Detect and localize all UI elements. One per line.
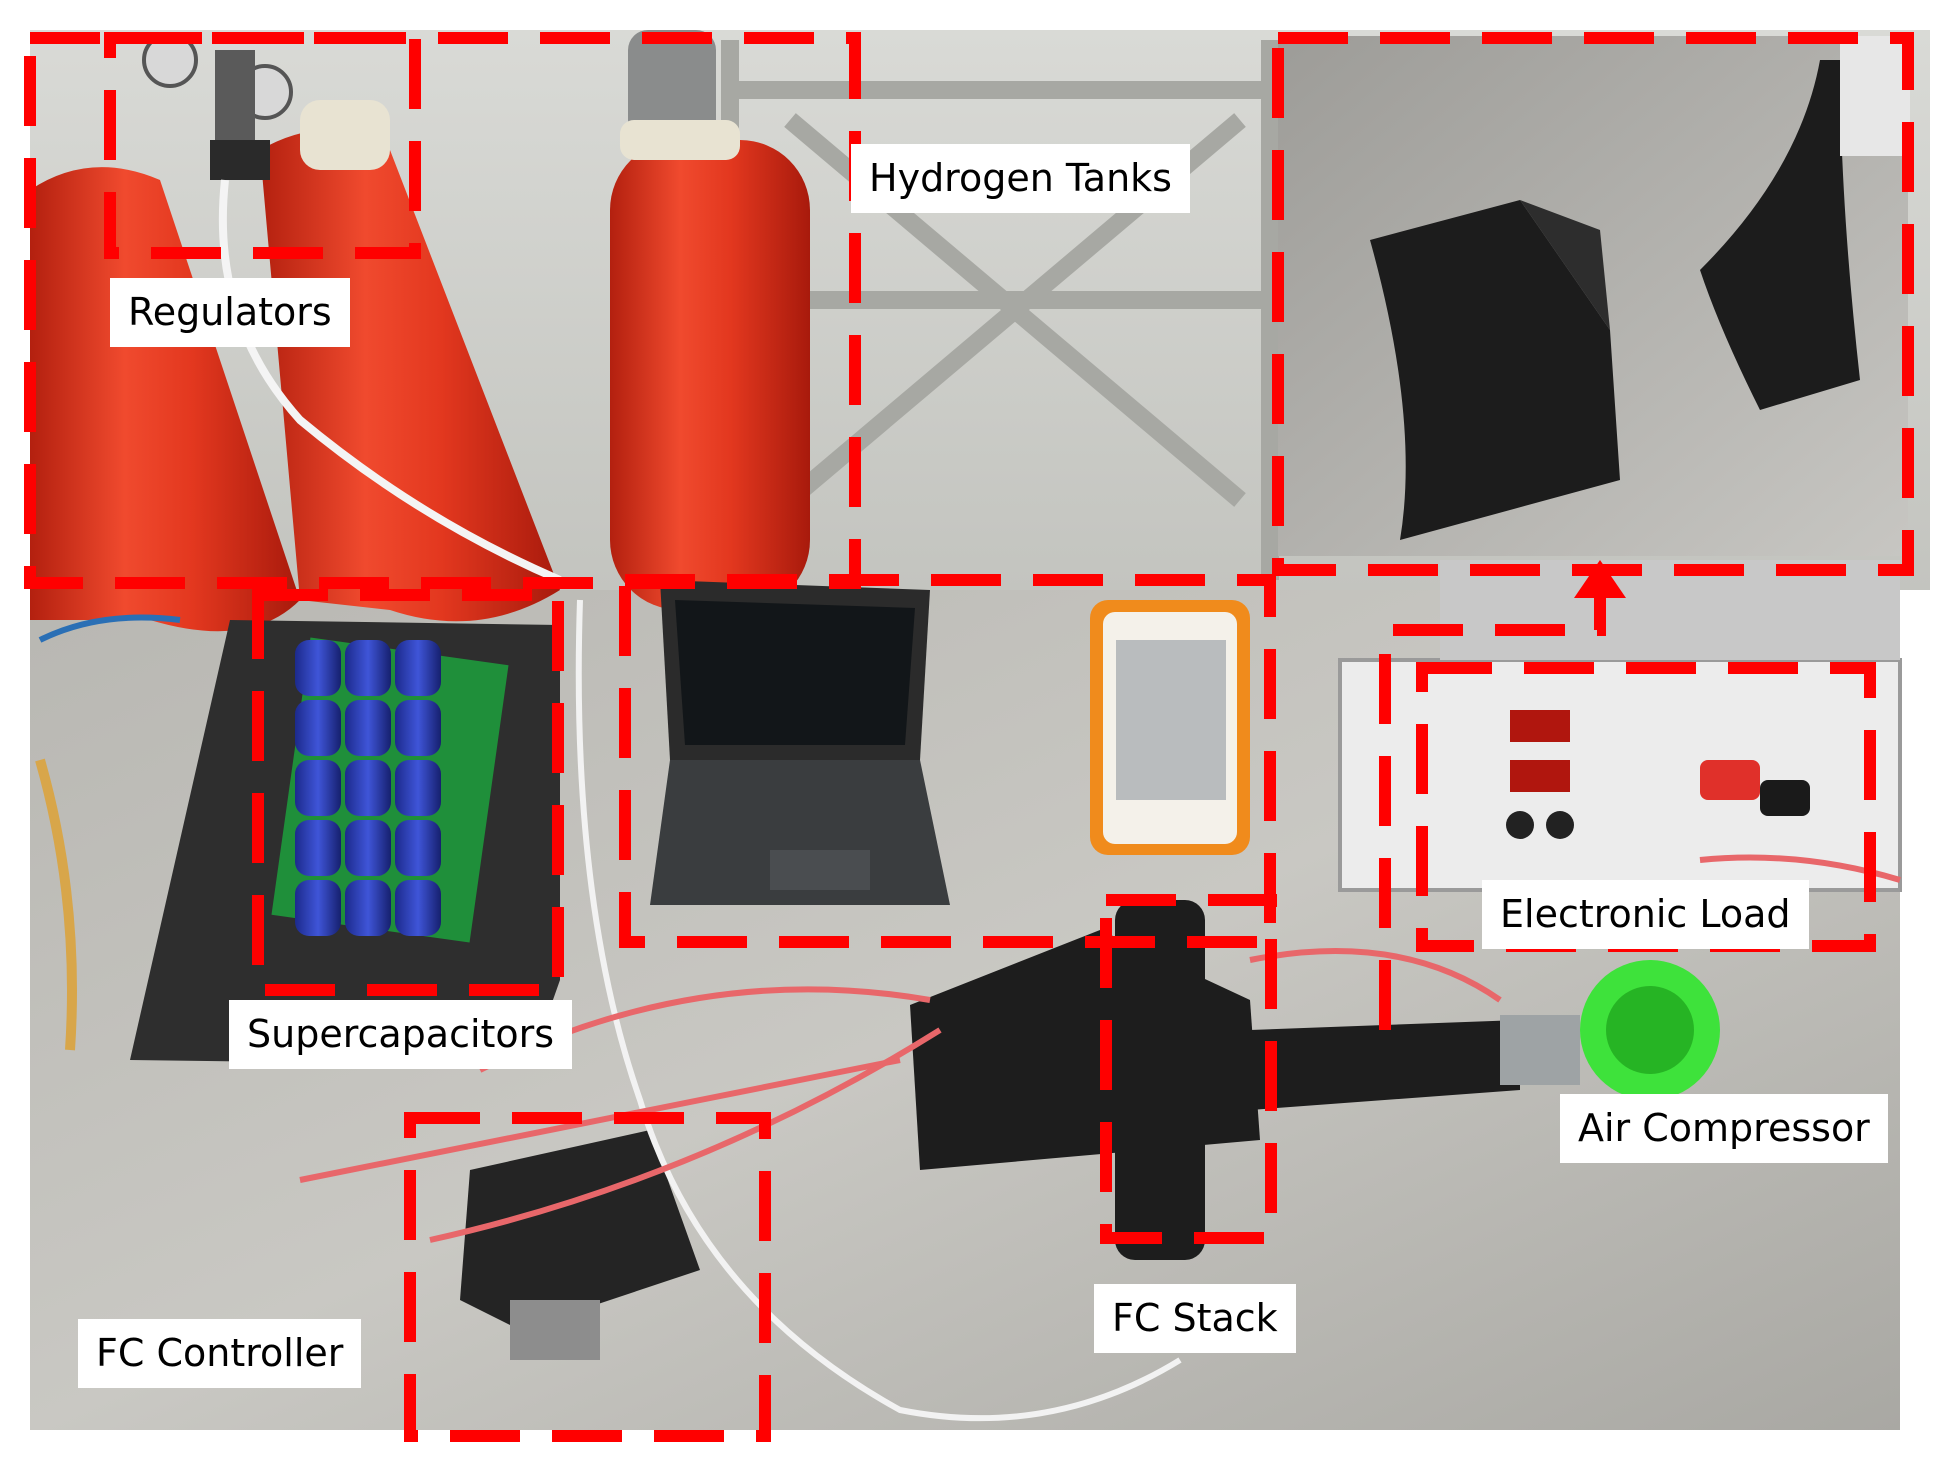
label-fc-controller: FC Controller (78, 1319, 362, 1388)
box-hydrogen-tanks (24, 32, 861, 589)
tablet-device (1090, 600, 1250, 855)
box-regulators (104, 32, 421, 259)
label-supercapacitors: Supercapacitors (229, 1000, 573, 1069)
arrow-connector (1379, 585, 1606, 1030)
air-compressor-unit (1500, 960, 1720, 1100)
electronic-load-unit (1338, 560, 1902, 892)
label-fc-stack: FC Stack (1094, 1284, 1296, 1353)
box-inset (1272, 32, 1914, 576)
regulators-hardware (142, 32, 562, 584)
label-air-compressor: Air Compressor (1560, 1094, 1888, 1163)
arrow-head (1574, 560, 1626, 598)
label-regulators: Regulators (110, 278, 350, 347)
label-hydrogen-tanks: Hydrogen Tanks (851, 144, 1190, 213)
supercapacitor-array (295, 640, 441, 936)
laptop (650, 580, 950, 905)
box-fc-stack (1100, 894, 1277, 1244)
box-supercapacitors (252, 589, 564, 996)
box-fc-controller (404, 1112, 771, 1442)
inset-printed-ducts (1370, 60, 1860, 540)
fc-stack-housing (910, 900, 1520, 1260)
label-electronic-load: Electronic Load (1482, 880, 1809, 949)
box-laptop (619, 574, 1276, 948)
hydrogen-tanks (30, 30, 810, 632)
